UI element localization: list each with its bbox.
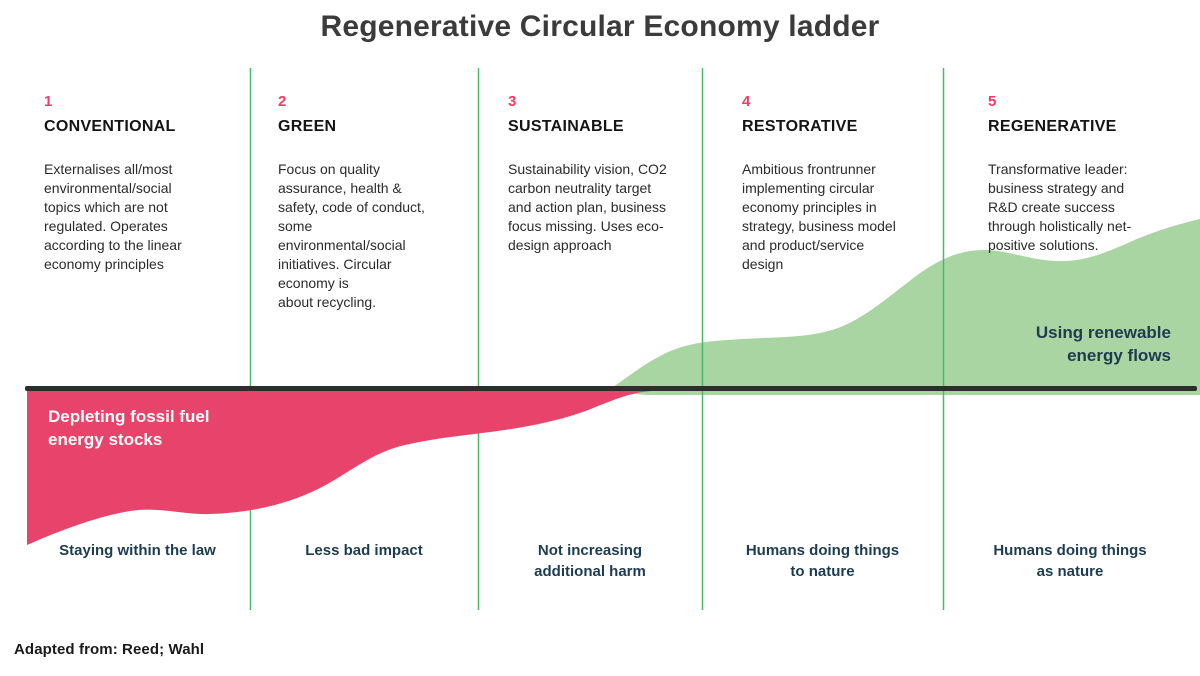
- step-description: Externalises all/most environmental/soci…: [44, 160, 182, 272]
- bottom-label-conventional: Staying within the law: [59, 542, 216, 559]
- step-number: 3: [508, 93, 517, 110]
- step-number: 1: [44, 93, 53, 110]
- renewable-energy-area-label: Using renewable energy flows: [1035, 323, 1171, 365]
- step-description: Focus on quality assurance, health & saf…: [278, 160, 425, 310]
- step-number: 4: [742, 93, 751, 110]
- attribution-text: Adapted from: Reed; Wahl: [14, 641, 205, 658]
- step-name: RESTORATIVE: [742, 117, 858, 135]
- step-description: Transformative leader: business strategy…: [988, 160, 1132, 253]
- bottom-label-regenerative: Humans doing things as nature: [993, 542, 1147, 580]
- step-number: 2: [278, 93, 287, 110]
- step-description: Ambitious frontrunner implementing circu…: [742, 160, 896, 272]
- bottom-label-restorative: Humans doing things to nature: [745, 542, 900, 580]
- column-dividers: [249, 68, 945, 610]
- column-regenerative: 5 REGENERATIVE Transformative leader: bu…: [988, 93, 1193, 255]
- step-name: GREEN: [278, 117, 337, 135]
- step-name: REGENERATIVE: [988, 117, 1117, 135]
- column-restorative: 4 RESTORATIVE Ambitious frontrunner impl…: [742, 93, 947, 274]
- page-title: Regenerative Circular Economy ladder: [320, 10, 880, 43]
- step-name: SUSTAINABLE: [508, 117, 624, 135]
- baseline-rule: [25, 386, 1197, 391]
- step-description: Sustainability vision, CO2 carbon neutra…: [508, 160, 667, 253]
- step-number: 5: [988, 93, 997, 110]
- fossil-fuel-area-label: Depleting fossil fuel energy stocks: [48, 407, 210, 449]
- bottom-label-green: Less bad impact: [305, 542, 423, 559]
- column-sustainable: 3 SUSTAINABLE Sustainability vision, CO2…: [508, 93, 713, 255]
- bottom-label-sustainable: Not increasing additional harm: [534, 542, 646, 580]
- fossil-fuel-area: [27, 391, 652, 545]
- step-name: CONVENTIONAL: [44, 117, 176, 135]
- column-green: 2 GREEN Focus on quality assurance, heal…: [278, 93, 483, 312]
- column-conventional: 1 CONVENTIONAL Externalises all/most env…: [44, 93, 249, 274]
- renewable-energy-area: [610, 219, 1200, 395]
